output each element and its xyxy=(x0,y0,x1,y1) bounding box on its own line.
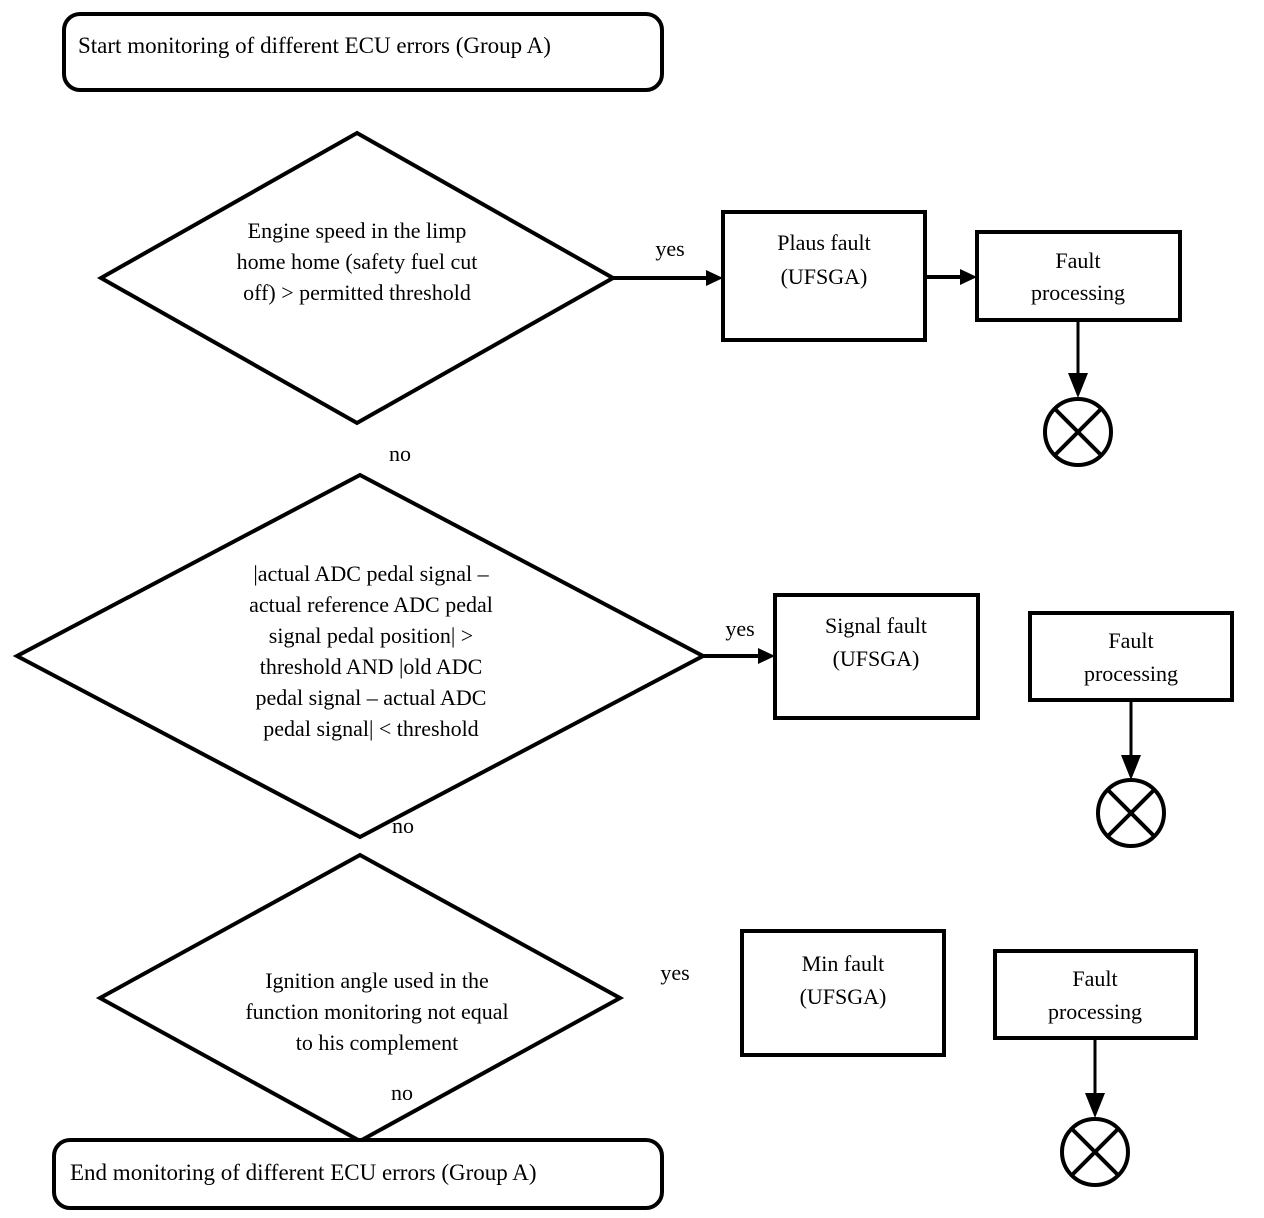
edge-processing1-terminator-arrowhead xyxy=(1068,373,1088,398)
node-fault-processing-1[interactable]: Fault processing xyxy=(975,230,1182,322)
decision2-label-line-5: pedal signal – actual ADC xyxy=(256,685,487,710)
min-fault-label-line-1: Min fault xyxy=(802,951,885,976)
edge-label-decision2-yes: yes xyxy=(725,616,754,641)
node-start[interactable]: Start monitoring of different ECU errors… xyxy=(62,12,664,92)
node-fault-processing-2[interactable]: Fault processing xyxy=(1028,611,1234,702)
edge-label-decision2-no: no xyxy=(392,813,414,838)
node-terminator-circle-3[interactable] xyxy=(1060,1117,1130,1187)
edge-label-decision3-no: no xyxy=(391,1080,413,1105)
fault-processing-1-label-line-1: Fault xyxy=(1055,248,1100,273)
end-terminator-label: End monitoring of different ECU errors (… xyxy=(70,1160,537,1185)
edge-label-decision1-no: no xyxy=(389,441,411,466)
node-terminator-circle-1[interactable] xyxy=(1043,397,1113,467)
start-terminator-shape xyxy=(62,12,664,92)
edge-processing2-terminator-arrowhead xyxy=(1121,755,1141,780)
decision2-label-line-2: actual reference ADC pedal xyxy=(249,592,493,617)
edge-processing1-to-terminator xyxy=(1068,320,1088,398)
fault-processing-2-box-shape xyxy=(1028,611,1234,702)
node-min-fault[interactable]: Min fault (UFSGA) xyxy=(740,929,946,1057)
fault-processing-3-box-shape xyxy=(993,949,1198,1040)
node-decision-ignition-angle[interactable]: Ignition angle used in the function moni… xyxy=(95,852,625,1144)
fault-processing-1-label-line-2: processing xyxy=(1031,280,1125,305)
node-end[interactable]: End monitoring of different ECU errors (… xyxy=(52,1138,664,1210)
decision2-diamond-shape xyxy=(12,472,708,840)
node-plaus-fault[interactable]: Plaus fault (UFSGA) xyxy=(721,210,927,342)
decision1-label-line-1: Engine speed in the limp xyxy=(248,218,467,243)
edge-processing3-to-terminator xyxy=(1085,1038,1105,1118)
decision3-label-line-1: Ignition angle used in the xyxy=(265,968,489,993)
edge-decision1-yes-arrowhead xyxy=(706,270,723,286)
fault-processing-3-label-line-2: processing xyxy=(1048,999,1142,1024)
edge-decision2-yes: yes xyxy=(703,616,775,664)
decision2-label-line-6: pedal signal| < threshold xyxy=(263,716,478,741)
node-fault-processing-3[interactable]: Fault processing xyxy=(993,949,1198,1040)
node-terminator-circle-2[interactable] xyxy=(1096,778,1166,848)
decision1-diamond-shape xyxy=(96,130,618,426)
edge-plaus-fault-to-processing xyxy=(925,269,977,285)
fault-processing-2-label-line-1: Fault xyxy=(1108,628,1153,653)
terminator-2-cross-line-b xyxy=(1106,788,1156,838)
node-decision-adc-pedal-signal[interactable]: |actual ADC pedal signal – actual refere… xyxy=(12,472,708,840)
fault-processing-1-box-shape xyxy=(975,230,1182,322)
decision2-label-line-3: signal pedal position| > xyxy=(269,623,473,648)
edge-plaus-to-processing-arrowhead xyxy=(960,269,977,285)
plaus-fault-box-shape xyxy=(721,210,927,342)
decision3-label-line-3: to his complement xyxy=(296,1030,459,1055)
edge-processing3-terminator-arrowhead xyxy=(1085,1093,1105,1118)
min-fault-box-shape xyxy=(740,929,946,1057)
start-terminator-label: Start monitoring of different ECU errors… xyxy=(78,33,551,58)
terminator-1-cross-line-b xyxy=(1053,407,1103,457)
end-terminator-shape xyxy=(52,1138,664,1210)
fault-processing-3-label-line-1: Fault xyxy=(1072,966,1117,991)
decision3-label-line-2: function monitoring not equal xyxy=(245,999,508,1024)
plaus-fault-label-line-2: (UFSGA) xyxy=(781,264,868,289)
edge-decision2-yes-arrowhead xyxy=(758,648,775,664)
terminator-3-cross-line-b xyxy=(1070,1127,1120,1177)
edge-decision1-yes: yes xyxy=(613,236,723,286)
signal-fault-label-line-2: (UFSGA) xyxy=(833,646,920,671)
decision3-diamond-shape xyxy=(95,852,625,1144)
decision1-label-line-2: home home (safety fuel cut xyxy=(237,249,478,274)
min-fault-label-line-2: (UFSGA) xyxy=(800,984,887,1009)
signal-fault-label-line-1: Signal fault xyxy=(825,613,927,638)
plaus-fault-label-line-1: Plaus fault xyxy=(777,230,871,255)
edge-processing2-to-terminator xyxy=(1121,700,1141,780)
decision2-label-line-1: |actual ADC pedal signal – xyxy=(253,561,489,586)
node-decision-engine-speed[interactable]: Engine speed in the limp home home (safe… xyxy=(96,130,618,426)
edge-label-decision1-yes: yes xyxy=(655,236,684,261)
node-signal-fault[interactable]: Signal fault (UFSGA) xyxy=(773,593,980,720)
signal-fault-box-shape xyxy=(773,593,980,720)
decision2-label-line-4: threshold AND |old ADC xyxy=(260,654,483,679)
edge-label-decision3-yes: yes xyxy=(660,960,689,985)
decision1-label-line-3: off) > permitted threshold xyxy=(243,280,471,305)
fault-processing-2-label-line-2: processing xyxy=(1084,661,1178,686)
